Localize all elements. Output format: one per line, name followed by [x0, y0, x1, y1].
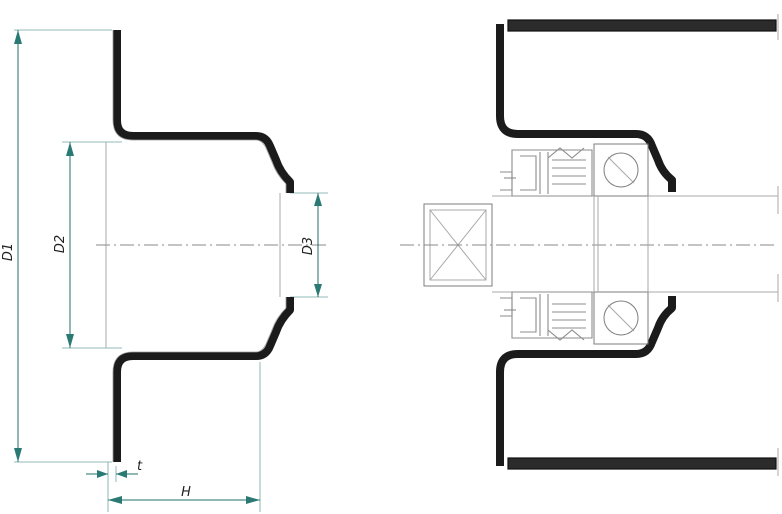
ball-lower-hatch [607, 304, 635, 332]
assembly-cup-bottom [496, 296, 676, 466]
d3-label: D3 [301, 237, 316, 255]
roller-tube-bottom [507, 457, 777, 470]
t-label: t [137, 459, 143, 474]
d1-arrow-top [14, 30, 22, 44]
h-label: H [181, 485, 191, 500]
d3-arrow-top [314, 193, 322, 206]
d2-label: D2 [53, 235, 68, 253]
cup-wall-top [113, 30, 294, 193]
bearing-upper-block [593, 143, 649, 197]
t-arrow-left [97, 470, 108, 478]
cup-wall-top-edge [112, 30, 287, 193]
d2-arrow-bottom [66, 334, 74, 348]
d3-arrow-bottom [314, 284, 322, 297]
h-arrow-right [246, 496, 260, 504]
d1-label: D1 [1, 243, 16, 261]
bearing-lower-block [593, 291, 649, 345]
assembly-cup-top [496, 24, 676, 192]
d1-arrow-bottom [14, 448, 22, 462]
bearing-ball-upper [603, 152, 639, 188]
d2-arrow-top [66, 142, 74, 156]
cup-wall-bottom [113, 297, 294, 462]
cup-wall-bottom-edge [112, 297, 287, 462]
roller-assembly-section [400, 14, 779, 476]
t-arrow-right [116, 470, 127, 478]
roller-tube-top [507, 19, 777, 32]
h-arrow-left [108, 496, 122, 504]
housing-cup-section: D1 D2 D3 t H [1, 29, 330, 512]
bearing-ball-lower [603, 300, 639, 336]
labyrinth-seal-upper [500, 147, 593, 197]
labyrinth-seal-lower [500, 291, 593, 341]
ball-upper-hatch [607, 156, 635, 184]
